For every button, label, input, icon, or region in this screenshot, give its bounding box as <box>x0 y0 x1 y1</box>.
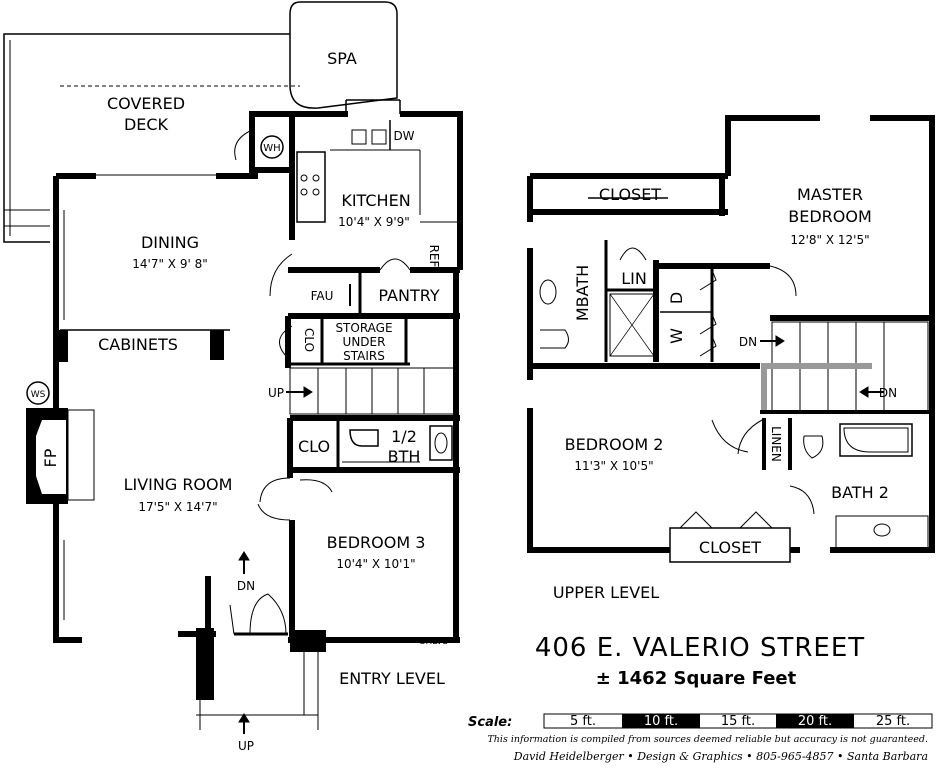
scale-mark-25: 25 ft. <box>876 714 910 729</box>
storage-label-3: STAIRS <box>343 349 385 363</box>
entry-level-label: ENTRY LEVEL <box>339 669 445 688</box>
scale-mark-15: 15 ft. <box>721 714 755 729</box>
pantry-label: PANTRY <box>378 286 439 305</box>
fau-label: FAU <box>311 289 334 303</box>
master-bedroom-label-1: MASTER <box>797 185 863 204</box>
storage-label-2: UNDER <box>343 335 386 349</box>
bedroom2-closet-label: CLOSET <box>699 538 761 557</box>
bath2-label: BATH 2 <box>831 483 889 502</box>
kitchen-dimensions: 10'4" X 9'9" <box>338 215 410 229</box>
upper-level-walls <box>526 115 935 563</box>
cabinets-label: CABINETS <box>98 335 178 354</box>
scale-bar: Scale: 5 ft. 10 ft. 15 ft. 20 ft. 25 ft. <box>468 713 933 730</box>
living-room-dimensions: 17'5" X 14'7" <box>138 500 217 514</box>
kitchen-fixtures <box>260 129 387 196</box>
dining-dimensions: 14'7" X 9' 8" <box>132 257 207 271</box>
scale-mark-5: 5 ft. <box>570 714 596 729</box>
covered-deck-label-1: COVERED <box>107 94 185 113</box>
washer-label: W <box>667 328 686 344</box>
water-heater-label: WH <box>263 143 280 154</box>
stairs-closet-label: CLO <box>302 328 316 352</box>
square-feet: ± 1462 Square Feet <box>596 668 797 689</box>
up-stairs-label: UP <box>268 386 284 400</box>
address-title: 406 E. VALERIO STREET <box>535 633 865 663</box>
dryer-label: D <box>667 292 686 304</box>
scale-mark-20: 20 ft. <box>798 714 832 729</box>
scale-mark-10: 10 ft. <box>644 714 678 729</box>
down-upper-label-1: DN <box>739 335 757 349</box>
dining-label: DINING <box>141 233 199 252</box>
bedroom3-label: BEDROOM 3 <box>327 533 426 552</box>
bedroom3-dimensions: 10'4" X 10'1" <box>336 557 415 571</box>
living-room-label: LIVING ROOM <box>124 475 233 494</box>
bath-closet-label: CLO <box>298 437 330 456</box>
master-bedroom-label-2: BEDROOM <box>788 207 872 226</box>
spa-label: SPA <box>327 49 357 68</box>
refrigerator-label: REF <box>427 245 441 268</box>
half-bath-label-2: BTH <box>388 447 421 466</box>
kitchen-label: KITCHEN <box>341 191 410 210</box>
master-bedroom-dimensions: 12'8" X 12'5" <box>790 233 869 247</box>
fireplace-label: FP <box>41 448 60 467</box>
linen-closet-label: LIN <box>621 269 647 288</box>
upper-level-label: UPPER LEVEL <box>553 583 659 602</box>
linen-label: LINEN <box>769 426 783 462</box>
disclaimer: This information is compiled from source… <box>487 734 928 745</box>
upper-closet-label: CLOSET <box>599 185 661 204</box>
scale-label: Scale: <box>468 715 512 730</box>
dishwasher-label: DW <box>393 129 414 143</box>
credit-line: David Heidelberger • Design & Graphics •… <box>513 750 928 763</box>
ws-label: WS <box>31 390 46 400</box>
bedroom2-dimensions: 11'3" X 10'5" <box>574 459 653 473</box>
down-upper-label-2: DN <box>879 386 897 400</box>
storage-label-1: STORAGE <box>335 321 392 335</box>
half-bath-label-1: 1/2 <box>391 427 417 446</box>
up-entry-label: UP <box>238 739 254 753</box>
shelves-label: SHLVS <box>420 637 449 647</box>
covered-deck-label-2: DECK <box>124 115 169 134</box>
master-bath-label: MBATH <box>573 265 592 321</box>
down-entry-label: DN <box>237 579 255 593</box>
bedroom2-label: BEDROOM 2 <box>565 435 664 454</box>
entry-level-walls <box>3 1 463 730</box>
arrows <box>238 335 884 734</box>
